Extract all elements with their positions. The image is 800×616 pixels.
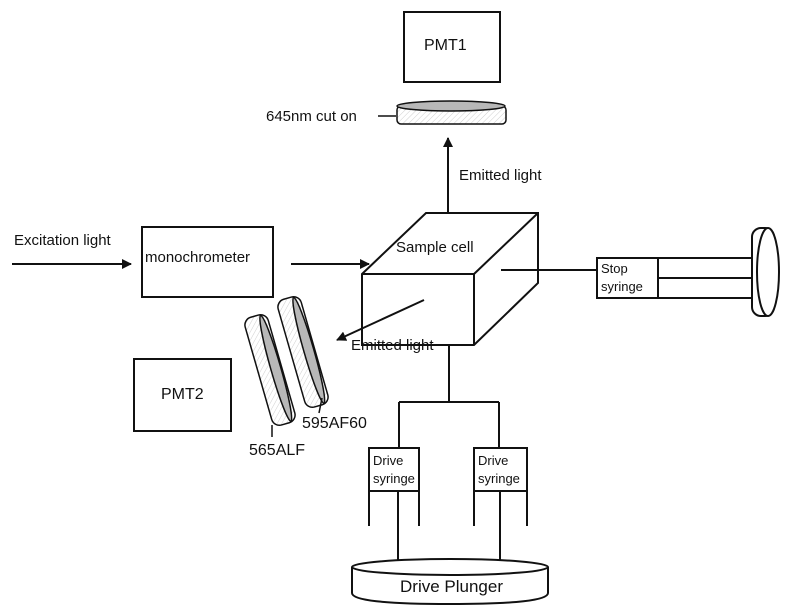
filter-565alf: [244, 314, 296, 426]
drive-syringe-right: Drive syringe: [473, 447, 528, 566]
sample-cell-label: Sample cell: [396, 239, 474, 256]
drive-syringe-right-label-line2: syringe: [478, 471, 520, 486]
sample-cell: Sample cell: [361, 212, 539, 346]
stop-syringe-plunger: [751, 227, 780, 317]
drive-plunger: Drive Plunger: [351, 558, 549, 606]
cut-on-filter: 645nm cut on: [266, 100, 507, 125]
monochromator-box: monochrometer: [141, 226, 274, 298]
stop-syringe: Stop syringe: [596, 257, 764, 299]
monochromator-label: monochrometer: [145, 249, 250, 266]
stop-syringe-label-line1: Stop: [601, 261, 628, 276]
excitation-light-arrow: Excitation light: [12, 232, 132, 269]
excitation-light-label: Excitation light: [14, 232, 112, 249]
drive-manifold-tubing: [398, 345, 500, 448]
filter-595af60-label: 595AF60: [302, 415, 367, 432]
filter-595af60: [277, 296, 329, 408]
cut-on-filter-label: 645nm cut on: [266, 108, 357, 125]
stop-syringe-label-line2: syringe: [601, 279, 643, 294]
pmt2-box: PMT2: [133, 358, 232, 432]
drive-plunger-label: Drive Plunger: [400, 577, 503, 596]
drive-syringe-right-label-line1: Drive: [478, 453, 508, 468]
drive-syringe-left: Drive syringe: [368, 447, 420, 566]
drive-syringe-left-label-line1: Drive: [373, 453, 403, 468]
emitted-light-arrow-side: Emitted light: [336, 299, 434, 354]
pmt1-label: PMT1: [424, 37, 467, 54]
emitted-light-side-label: Emitted light: [351, 337, 434, 354]
emitted-light-arrow-up: Emitted light: [443, 137, 542, 226]
emitted-light-top-label: Emitted light: [459, 167, 542, 184]
filter-565alf-label: 565ALF: [249, 442, 305, 459]
pmt2-label: PMT2: [161, 386, 204, 403]
drive-syringe-left-label-line2: syringe: [373, 471, 415, 486]
pmt1-box: PMT1: [403, 11, 501, 83]
